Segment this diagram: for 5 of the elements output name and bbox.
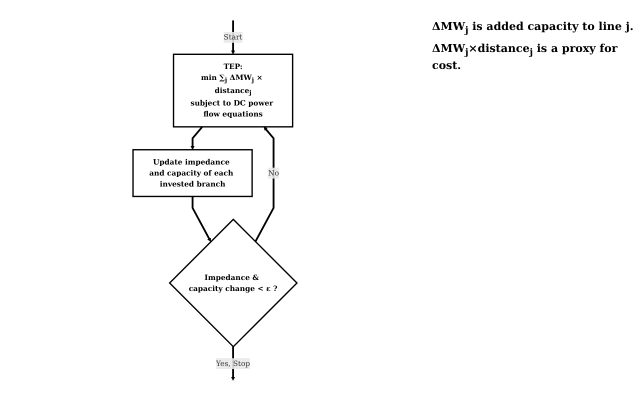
arrow xyxy=(192,196,211,242)
arrow xyxy=(190,126,203,150)
note-text: ΔMW$_{j}$ is added capacity to line j. xyxy=(432,20,635,38)
note-text: ΔMW$_{j}$×distance$_{j}$ is a proxy for cost. xyxy=(432,42,618,74)
arrow xyxy=(254,126,274,242)
